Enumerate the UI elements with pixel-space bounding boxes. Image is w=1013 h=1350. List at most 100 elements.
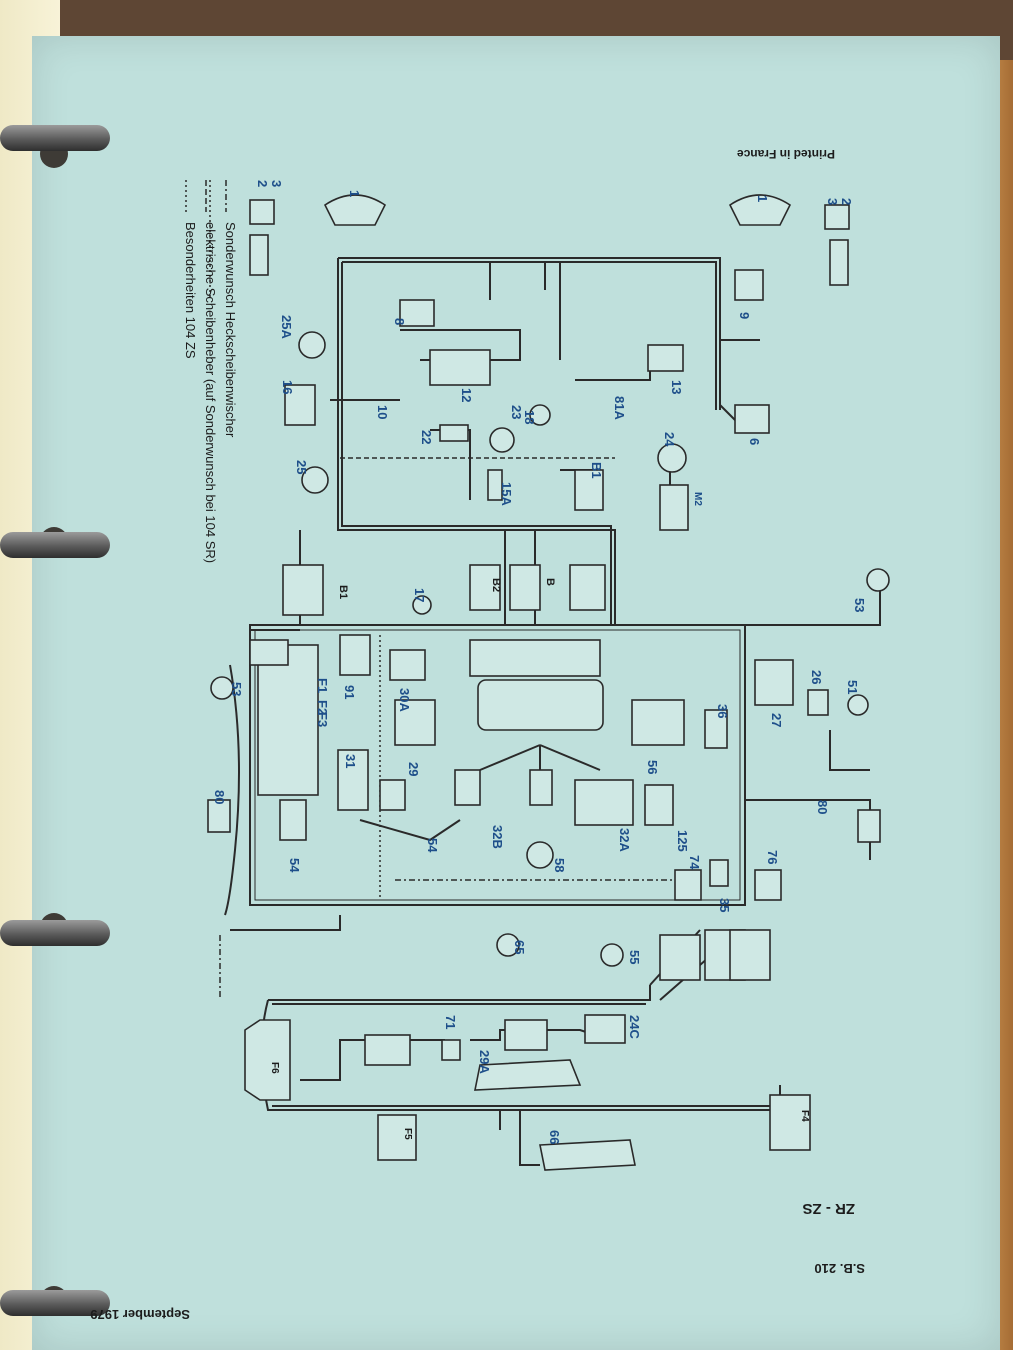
- instrument-cluster-shape: [477, 679, 604, 731]
- relay-27-shape: [754, 659, 794, 706]
- label-c55: 55: [627, 950, 642, 964]
- connector-block: [454, 769, 481, 806]
- label-c10: 10: [375, 405, 390, 419]
- starter-shape: [647, 344, 684, 372]
- component-74-shape: [674, 869, 702, 901]
- label-c29A: 29A: [477, 1050, 492, 1074]
- legend-text-3: Besonderheiten 104 ZS: [183, 222, 198, 359]
- binder-ring: [0, 125, 110, 151]
- connector-block: [829, 239, 849, 286]
- label-c18: 18: [522, 410, 537, 424]
- binder-ring: [0, 532, 110, 558]
- label-c1b: 1: [755, 195, 770, 202]
- label-c71: 71: [443, 1015, 458, 1029]
- sensor-shape: [529, 404, 551, 426]
- label-c16: 16: [280, 380, 295, 394]
- component-80-shape: [857, 809, 881, 843]
- label-c35: 35: [717, 898, 732, 912]
- label-c27: 27: [769, 713, 784, 727]
- relay-shape: [337, 749, 369, 811]
- label-c24: 24: [662, 432, 677, 447]
- connector-block: [504, 1019, 548, 1051]
- connector-block: [339, 634, 371, 676]
- label-c54b: 54: [287, 858, 302, 873]
- coil-shape: [439, 424, 469, 442]
- label-c25A: 25A: [279, 315, 294, 339]
- label-c80b: 80: [815, 800, 830, 814]
- component-71-shape: [441, 1039, 461, 1061]
- label-c53b: 53: [229, 682, 244, 696]
- label-cB2: B2: [490, 578, 502, 592]
- label-cM2: M2: [692, 492, 703, 506]
- horn-shape: [399, 299, 435, 327]
- switch-shape: [704, 709, 728, 749]
- label-cB1b: B1: [337, 585, 349, 599]
- component-17-shape: [412, 595, 432, 615]
- label-c12: 12: [459, 388, 474, 402]
- label-c125: 125: [675, 830, 690, 852]
- label-cF1: F1: [315, 678, 330, 693]
- connector-block: [389, 649, 426, 681]
- label-c13: 13: [669, 380, 684, 394]
- label-cB1a: B1: [589, 462, 604, 479]
- connector-block: [734, 269, 764, 301]
- component-53-shape: [210, 676, 234, 700]
- component-76-shape: [754, 869, 782, 901]
- component-58-shape: [526, 841, 554, 869]
- label-c3b: 3: [825, 198, 840, 205]
- component-24c-shape: [584, 1014, 626, 1044]
- label-c54a: 54: [425, 838, 440, 853]
- connector-block: [644, 784, 674, 826]
- label-c53a: 53: [852, 598, 867, 612]
- component-29a-shape: [474, 1059, 582, 1091]
- connector-block: [249, 639, 289, 666]
- fuse-shape: [487, 469, 503, 501]
- label-c32B: 32B: [490, 825, 505, 849]
- label-c31: 31: [343, 754, 358, 768]
- label-c26: 26: [809, 670, 824, 684]
- headlamp-left-shape: [323, 194, 387, 226]
- label-c66: 66: [547, 1130, 562, 1144]
- component-66-shape: [539, 1139, 636, 1171]
- sheet-number: S.B. 210: [814, 1261, 865, 1276]
- label-c23: 23: [509, 405, 524, 419]
- label-c51: 51: [845, 680, 860, 694]
- label-cF4: F4: [799, 1110, 810, 1122]
- component-80-shape: [207, 799, 231, 833]
- binder-ring: [0, 1290, 110, 1316]
- component-53-shape: [866, 568, 890, 592]
- label-cF2: F2: [315, 700, 330, 715]
- label-c2a: 2: [255, 180, 270, 187]
- connector-block: [659, 484, 689, 531]
- relay-shape: [394, 699, 436, 746]
- label-c17: 17: [412, 588, 427, 602]
- label-c36: 36: [715, 704, 730, 718]
- connector-block-b: [509, 564, 541, 611]
- connector-block-b2: [469, 564, 501, 611]
- label-cF5: F5: [402, 1128, 413, 1140]
- label-c3a: 3: [269, 180, 284, 187]
- pump-shape: [301, 466, 329, 494]
- component-65-shape: [496, 933, 520, 957]
- component-55-shape: [600, 943, 624, 967]
- pump-shape: [298, 331, 326, 359]
- connector-block: [249, 234, 269, 276]
- label-c80a: 80: [212, 790, 227, 804]
- indicator-shape: [824, 204, 850, 230]
- component-labels: 1 2 3 1 2 3 8 9 6 12 13 10 16 25A 25 22 …: [212, 180, 867, 1144]
- battery-shape: [657, 443, 687, 473]
- label-c22: 22: [419, 430, 434, 444]
- relay-box-shape: [429, 349, 491, 386]
- label-cB: B: [544, 578, 556, 586]
- sheet-date: September 1979: [90, 1307, 190, 1322]
- binder-ring: [0, 920, 110, 946]
- optional-harness-lines: [209, 180, 690, 1000]
- label-cF6: F6: [269, 1062, 280, 1074]
- wiper-motor-shape: [284, 384, 316, 426]
- connector-block: [529, 769, 553, 806]
- connector-block-f5: [377, 1114, 417, 1161]
- label-c91: 91: [342, 685, 357, 699]
- connector-block: [364, 1034, 411, 1066]
- component-54-shape: [279, 799, 307, 841]
- connector-block: [379, 779, 406, 811]
